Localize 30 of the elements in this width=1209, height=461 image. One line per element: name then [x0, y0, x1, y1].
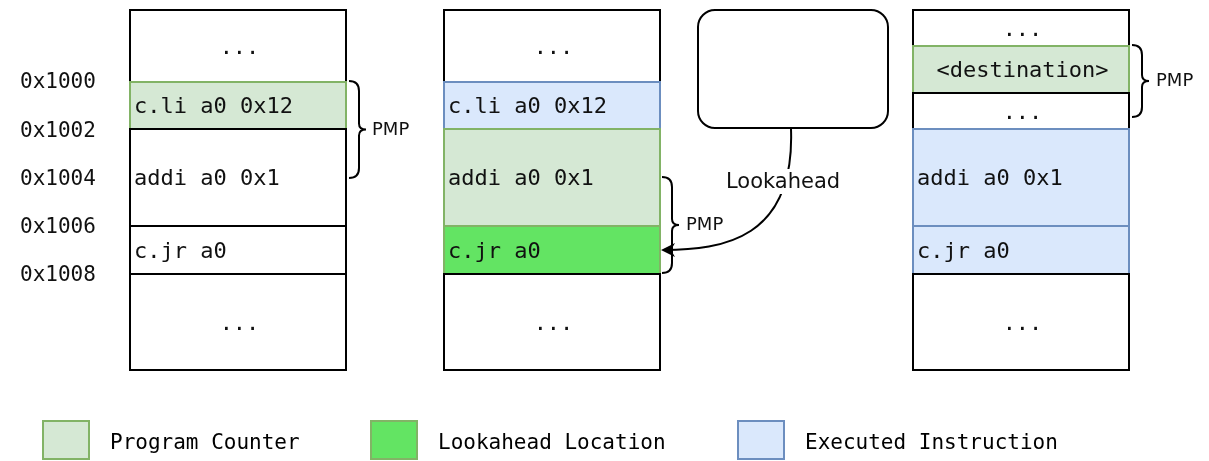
address-label: 0x1004: [20, 168, 96, 189]
memory-cell: ...: [912, 273, 1130, 371]
memory-cell: c.li a0 0x12: [129, 81, 347, 130]
memory-cell: ...: [129, 273, 347, 371]
memory-cell: ...: [443, 273, 661, 371]
memory-cell: addi a0 0x1: [129, 128, 347, 227]
legend-label: Program Counter: [110, 432, 300, 453]
brace-label: PMP: [372, 120, 410, 138]
address-label: 0x1008: [20, 264, 96, 285]
legend-label: Executed Instruction: [805, 432, 1058, 453]
address-label: 0x1002: [20, 120, 96, 141]
memory-cell: ...: [912, 92, 1130, 130]
memory-cell: c.li a0 0x12: [443, 81, 661, 130]
legend-label: Lookahead Location: [438, 432, 666, 453]
memory-cell: ...: [443, 9, 661, 83]
memory-cell: c.jr a0: [129, 225, 347, 275]
edge-label: Lookahead: [725, 169, 842, 194]
address-label: 0x1000: [20, 71, 96, 92]
address-label: 0x1006: [20, 216, 96, 237]
memory-cell: <destination>: [912, 45, 1130, 94]
brace-label: PMP: [686, 215, 724, 233]
memory-cell: addi a0 0x1: [443, 128, 661, 227]
memory-cell: ...: [912, 9, 1130, 47]
memory-cell: c.jr a0: [443, 225, 661, 275]
memory-cell: c.jr a0: [912, 225, 1130, 275]
brace-label: PMP: [1156, 71, 1194, 89]
memory-cell: ...: [129, 9, 347, 83]
memory-cell: addi a0 0x1: [912, 128, 1130, 227]
arrow: [661, 128, 792, 257]
empty-box: [697, 9, 889, 129]
